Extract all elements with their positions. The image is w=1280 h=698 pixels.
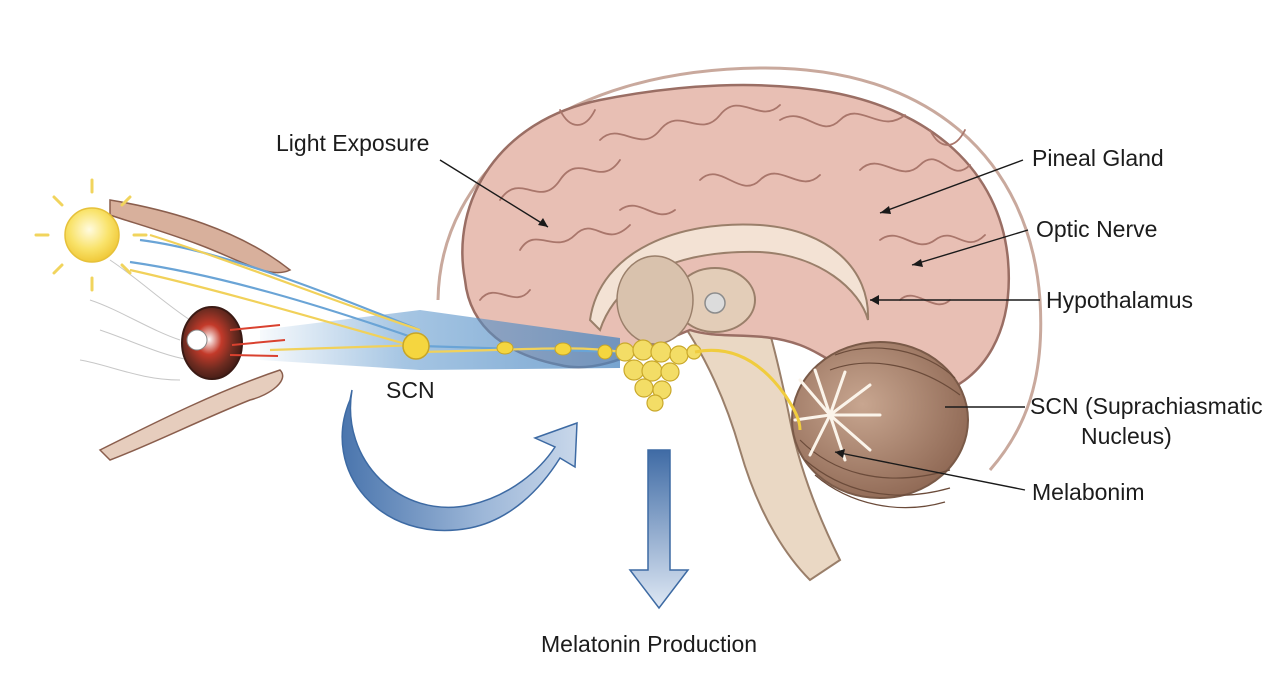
light-rays — [129, 233, 621, 354]
yellow-pathway — [694, 348, 802, 431]
corpus-callosum — [588, 223, 870, 332]
leader-lines — [439, 159, 1040, 491]
label-scn-full-line1: SCN (Suprachiasmatic — [1030, 393, 1263, 419]
brainstem — [662, 299, 842, 582]
label-scn: SCN — [386, 377, 435, 403]
leader-arrowheads — [538, 206, 923, 458]
label-scn-full-line2: Nucleus) — [1081, 423, 1172, 449]
cerebellum — [791, 341, 969, 499]
light-beam — [260, 310, 620, 370]
eye-icon — [181, 306, 286, 380]
cerebellum-lines — [799, 347, 961, 509]
label-optic-nerve: Optic Nerve — [1036, 216, 1157, 242]
melatonin-down-arrow — [628, 449, 690, 610]
label-light-exposure: Light Exposure — [276, 130, 429, 156]
gland-cluster — [615, 339, 702, 412]
label-hypothalamus: Hypothalamus — [1046, 287, 1193, 313]
sun-icon — [34, 178, 148, 292]
signal-dots — [496, 341, 613, 360]
scn-dot — [402, 332, 430, 360]
face-veins — [79, 259, 191, 381]
label-pineal-gland: Pineal Gland — [1032, 145, 1164, 171]
arbor-vitae — [793, 368, 882, 462]
cycle-curved-arrow — [341, 389, 578, 532]
label-melabonim: Melabonim — [1032, 479, 1145, 505]
label-melatonin-production: Melatonin Production — [541, 631, 757, 657]
cheek-ridge — [98, 369, 284, 461]
